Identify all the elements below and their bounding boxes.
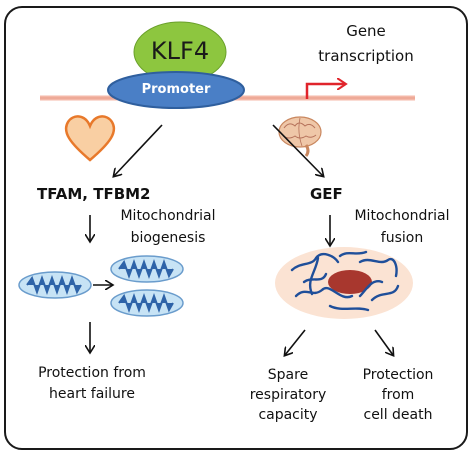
left-process-label-1: Mitochondrial — [120, 208, 216, 224]
promoter-ellipse — [107, 71, 245, 109]
brain-icon — [278, 116, 322, 157]
right-outcome-1-label-3: capacity — [258, 407, 318, 423]
pathway-diagram — [18, 21, 415, 430]
right-outcome-2-label-2: from — [381, 387, 415, 403]
right-outcome-2-label-3: cell death — [363, 407, 433, 423]
left-factor-label: TFAM, TFBM2 — [37, 185, 151, 203]
gene-transcription-label-1: Gene — [346, 22, 386, 40]
arrow-to-tfam — [114, 124, 163, 176]
left-process-label-2: biogenesis — [130, 230, 206, 246]
figure-frame — [4, 6, 468, 450]
right-process-label-2: fusion — [380, 230, 424, 246]
right-outcome-1-label-2: respiratory — [249, 387, 327, 403]
klf4-label: KLF4 — [150, 37, 210, 65]
figure-canvas: KLF4 Promoter Gene transcription TFAM, T… — [4, 6, 468, 450]
heart-icon — [64, 115, 116, 162]
arrow-to-cell-death — [374, 329, 393, 355]
right-outcome-2-label-1: Protection — [362, 367, 434, 383]
arrow-to-respiratory — [285, 329, 306, 355]
cell-network-icon — [275, 247, 413, 319]
right-factor-label: GEF — [310, 185, 343, 203]
gene-transcription-label-2: transcription — [318, 47, 414, 65]
left-outcome-label-1: Protection from — [38, 365, 146, 381]
promoter-label: Promoter — [141, 82, 211, 97]
transcription-start-arrow — [305, 84, 345, 99]
left-outcome-label-2: heart failure — [49, 386, 135, 402]
right-process-label-1: Mitochondrial — [354, 208, 450, 224]
arrow-to-gef — [272, 124, 323, 176]
right-outcome-1-label-1: Spare — [267, 367, 309, 383]
mitochondrion-icon — [110, 255, 184, 283]
mitochondrion-icon — [18, 271, 92, 299]
mitochondrion-icon — [110, 289, 184, 317]
